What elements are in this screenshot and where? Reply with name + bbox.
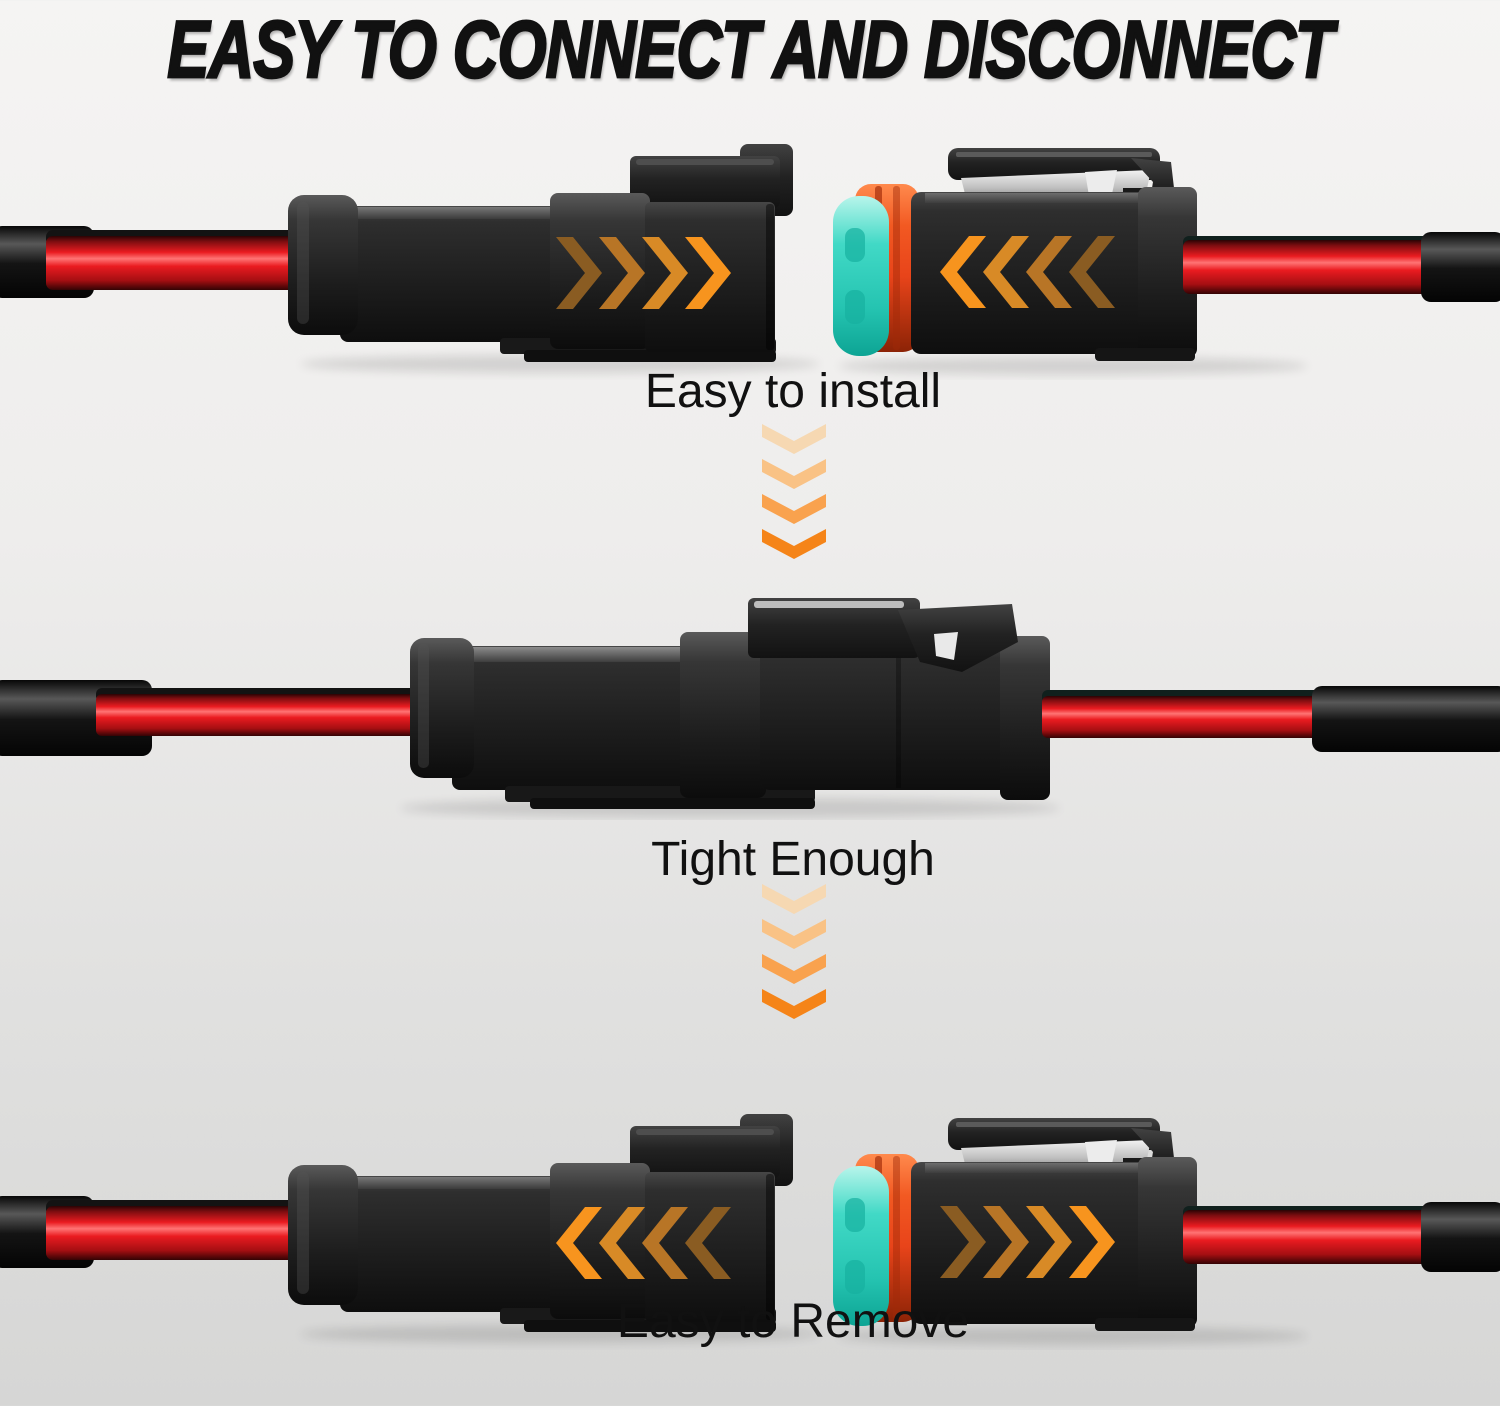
step-tight-illustration [0, 598, 1500, 818]
joined-connector [0, 598, 1500, 818]
female-connector [833, 148, 1500, 375]
down-chevrons-icon [762, 884, 826, 1019]
male-connector [0, 144, 820, 373]
step-tight-label: Tight Enough [651, 833, 935, 886]
step-install-label: Easy to install [644, 365, 942, 418]
down-chevrons-icon [762, 424, 826, 559]
latch-clip [748, 598, 1018, 672]
wire-sheath [1312, 686, 1500, 752]
step-remove-label: Easy to Remove [616, 1295, 970, 1348]
red-wire [96, 694, 426, 736]
step-install-illustration [0, 140, 1500, 380]
red-wire [1042, 696, 1328, 738]
page-title: EASY TO CONNECT AND DISCONNECT [166, 4, 1334, 97]
